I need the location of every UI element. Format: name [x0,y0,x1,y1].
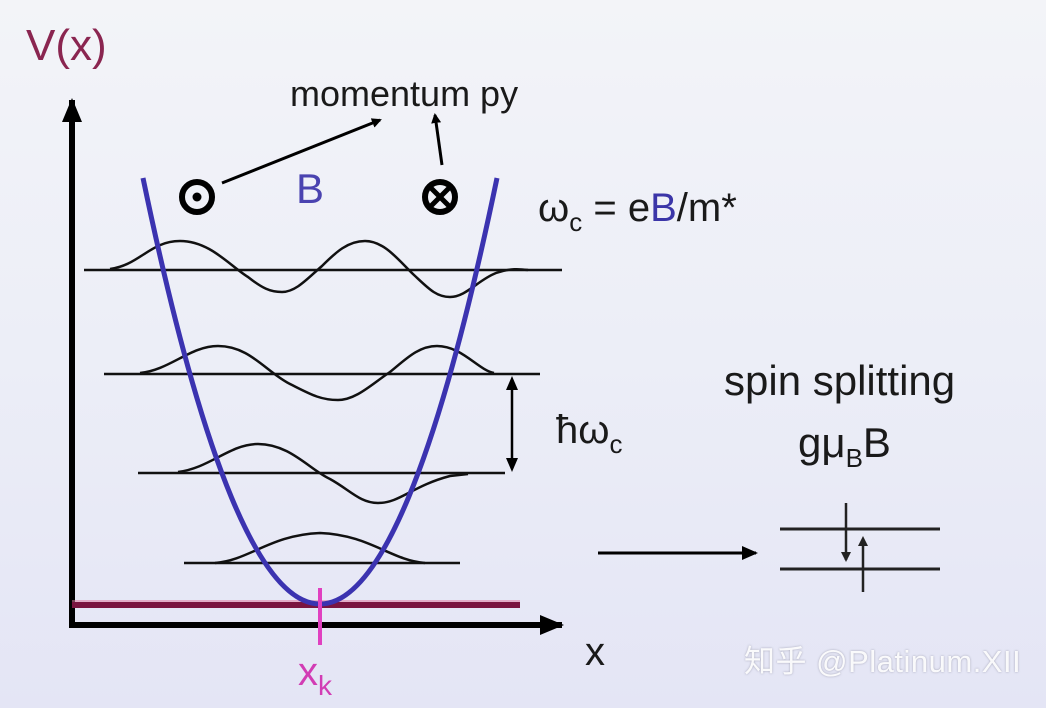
formula-b: B [650,186,677,230]
xk-label: xk [298,652,332,700]
momentum-label: momentum py [290,73,519,114]
level-spacing-label: ħωc [556,410,622,457]
mu-subscript: B [845,443,863,473]
hbar-omega: ħω [556,408,610,452]
wavefunction-1 [177,442,469,505]
y-axis-label: V(x) [26,21,107,70]
field-into-page-icon [422,179,458,215]
momentum-arrows [221,113,444,185]
parabolic-potential [140,177,500,607]
wavefunction-3 [109,239,529,299]
landau-levels [84,268,562,565]
omega-symbol: ω [538,186,570,230]
spin-splitting-label: spin splitting [724,357,956,404]
spin-split-levels [780,503,940,592]
level-spacing-arrow [506,376,518,472]
field-out-of-page-icon [179,179,215,215]
wavefunctions [109,239,529,565]
wavefunction-0 [214,531,426,565]
xk-main: x [298,650,318,694]
hbar-subscript: c [609,429,623,459]
cyclotron-frequency-formula: ωc = eB/m* [538,188,737,235]
magnetic-field-label: B [296,165,325,212]
formula-prefix: = e [582,186,651,230]
wavefunction-2 [139,344,495,402]
zeeman-b: B [862,419,891,466]
watermark: 知乎 @Platinum.XII [744,644,1022,679]
g-mu: gμ [798,419,846,466]
x-axis-label: x [585,630,605,674]
zeeman-energy-label: gμBB [798,419,891,473]
omega-subscript: c [569,207,583,237]
formula-suffix: /m* [676,186,737,230]
xk-subscript: k [318,670,332,701]
